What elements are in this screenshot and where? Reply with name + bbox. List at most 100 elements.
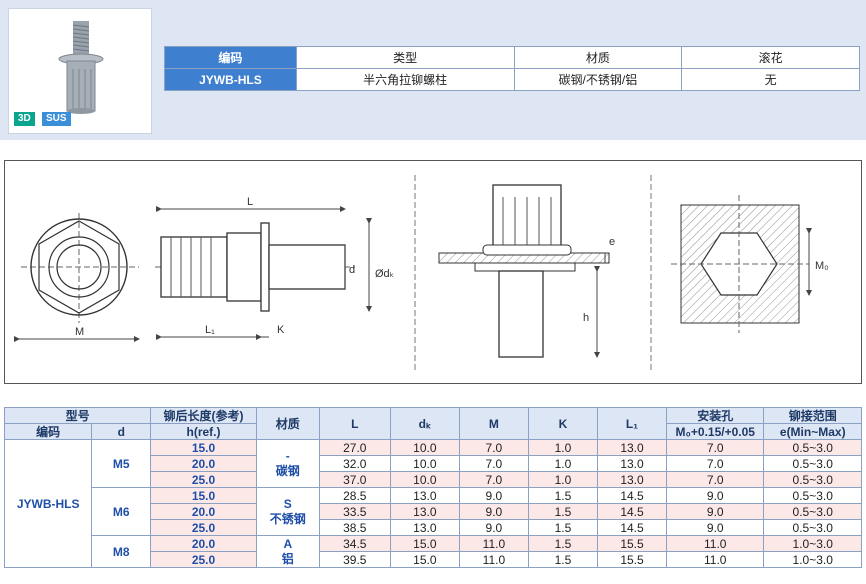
cell-dk: 10.0 [389,455,460,472]
cell-dk: 10.0 [389,471,460,488]
cell-range: 1.0~3.0 [763,551,862,568]
row-d-m5: M5 [91,439,152,488]
dim-dk: Ødₖ [375,268,394,280]
cell-range: 0.5~3.0 [763,503,862,520]
cell-L: 28.5 [318,487,391,504]
cell-K: 1.0 [527,439,598,456]
row-code: JYWB-HLS [3,439,93,568]
cell-h: 25.0 [150,519,257,536]
badge-sus: SUS [42,112,71,126]
cell-M: 9.0 [458,519,529,536]
cell-h: 15.0 [150,439,257,456]
cell-L1: 15.5 [596,551,668,568]
cell-K: 1.5 [527,519,598,536]
cell-L1: 15.5 [596,535,668,552]
cell-L1: 13.0 [596,439,668,456]
material-name: 不锈钢 [269,511,306,526]
cell-M: 9.0 [458,487,529,504]
cell-range: 0.5~3.0 [763,471,862,488]
cell-L: 37.0 [318,471,391,488]
hole-view: M₀ [671,195,829,333]
rivet-stud-image [58,21,104,114]
cell-M: 7.0 [458,471,529,488]
col-range: 铆接范围 [763,407,862,424]
col-range-e: e(Min~Max) [763,423,862,440]
cell-dk: 15.0 [389,535,460,552]
material-code: A [283,536,293,551]
cell-hole: 7.0 [666,455,765,472]
cell-h: 20.0 [150,535,257,552]
spec-material: 碳钢/不锈钢/铝 [513,68,683,91]
col-M: M [458,407,529,440]
cell-K: 1.5 [527,503,598,520]
cell-dk: 13.0 [389,503,460,520]
material-code: - [285,448,290,463]
col-d: d [91,423,152,440]
cell-range: 0.5~3.0 [763,487,862,504]
installed-view: e h [438,184,615,358]
spec-header-knurl: 滚花 [681,46,860,69]
cell-h: 15.0 [150,487,257,504]
cell-K: 1.5 [527,535,598,552]
cell-M: 7.0 [458,439,529,456]
cell-range: 0.5~3.0 [763,519,862,536]
cell-dk: 13.0 [389,487,460,504]
col-hlen-ref: h(ref.) [150,423,257,440]
cell-h: 25.0 [150,551,257,568]
dim-h: h [583,312,589,324]
cell-L1: 14.5 [596,503,668,520]
cell-range: 1.0~3.0 [763,535,862,552]
material-code: S [283,496,292,511]
cell-M: 7.0 [458,455,529,472]
badge-3d: 3D [14,112,35,126]
cell-L1: 14.5 [596,519,668,536]
dim-M: M [75,326,84,338]
cell-L: 34.5 [318,535,391,552]
spec-code: JYWB-HLS [164,68,297,91]
cell-K: 1.0 [527,455,598,472]
col-model: 型号 [3,407,152,424]
cell-range: 0.5~3.0 [763,455,862,472]
cell-L1: 13.0 [596,471,668,488]
cell-L: 27.0 [318,439,391,456]
dim-d: d [349,264,355,276]
drawing-canvas: M L L₁ K d Ødₖ [14,175,829,373]
col-L1: L₁ [596,407,668,440]
dim-L1: L₁ [205,324,215,336]
cell-hole: 7.0 [666,471,765,488]
cell-L: 39.5 [318,551,391,568]
material-name: 铝 [281,551,294,566]
cell-L1: 13.0 [596,455,668,472]
dim-M0: M₀ [815,260,829,272]
cell-hole: 11.0 [666,535,765,552]
cell-hole: 9.0 [666,503,765,520]
spec-knurl: 无 [681,68,860,91]
cell-K: 1.5 [527,487,598,504]
cell-K: 1.0 [527,471,598,488]
spec-header-code: 编码 [164,46,297,69]
col-hole: 安装孔 [666,407,765,424]
col-material: 材质 [255,407,320,440]
col-K: K [527,407,598,440]
spec-data-table: 型号 铆后长度(参考) 材质 L dₖ M K L₁ 安装孔 铆接范围 编码 d… [3,407,862,568]
dim-K: K [277,324,285,336]
side-view: L L₁ K d Ødₖ [155,196,394,340]
col-hole-tol: M₀+0.15/+0.05 [666,423,765,440]
cell-hole: 7.0 [666,439,765,456]
row-d-m6: M6 [91,487,152,536]
cell-L1: 14.5 [596,487,668,504]
col-dk: dₖ [389,407,460,440]
dim-L: L [247,196,253,208]
material-name: 碳钢 [275,463,300,478]
cell-h: 20.0 [150,455,257,472]
cell-K: 1.5 [527,551,598,568]
col-L: L [318,407,391,440]
